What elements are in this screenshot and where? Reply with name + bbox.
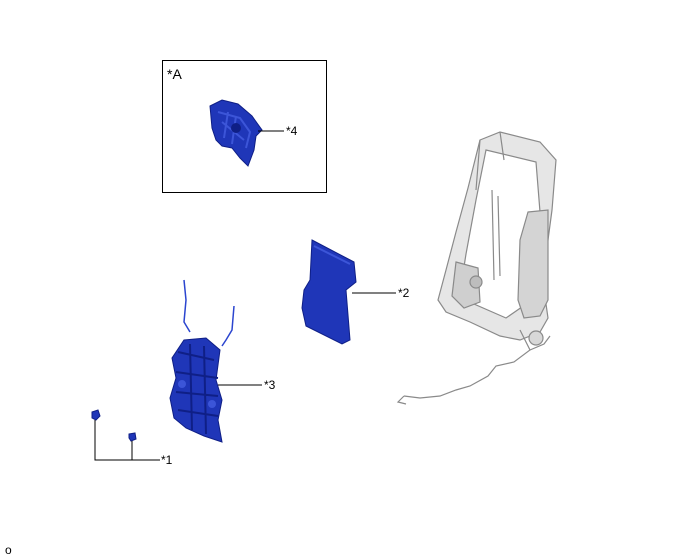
- callout-4: *4: [286, 124, 298, 138]
- inset-frame: [162, 60, 327, 193]
- illustration-code: o: [5, 543, 12, 557]
- seat-heater-pad-icon: [301, 239, 357, 345]
- lumbar-inset-part-icon: [209, 99, 263, 167]
- callout-2: *2: [398, 286, 410, 300]
- seat-frame-icon: [396, 131, 557, 405]
- inset-label: *A: [167, 66, 182, 82]
- clip-icon: [91, 409, 137, 442]
- callout-3: *3: [264, 378, 276, 392]
- leader-line-1: [94, 420, 160, 461]
- lumbar-support-icon: [169, 279, 235, 443]
- callout-1: *1: [161, 453, 173, 467]
